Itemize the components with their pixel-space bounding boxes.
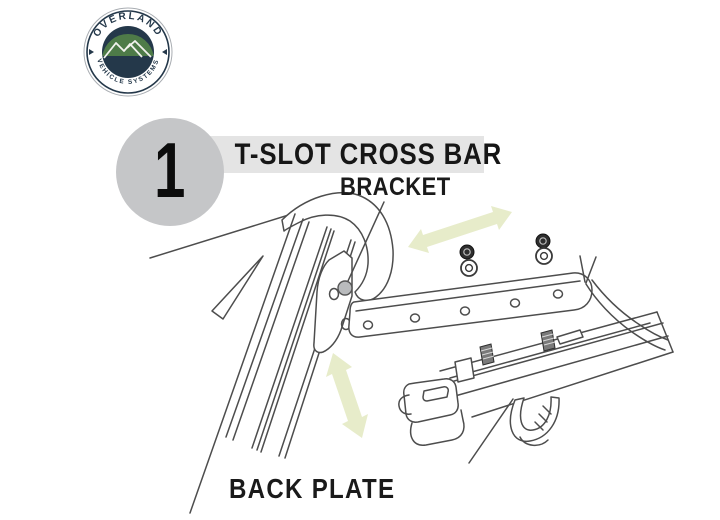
step-number: 1 [154, 126, 186, 214]
nut-body [459, 244, 475, 260]
cross-bar-drawing [398, 311, 674, 464]
arrow-up-down-icon [326, 353, 368, 438]
washer-icon [460, 259, 478, 277]
pillar-sliver [211, 255, 264, 320]
leg-hatching [534, 405, 552, 431]
stud-body [540, 329, 556, 352]
bar-slot-line [449, 322, 651, 379]
leader-line [347, 201, 385, 282]
stud-threads [480, 347, 495, 360]
movement-arrows [326, 206, 512, 438]
leg-foot [519, 436, 549, 446]
nut-hole [539, 237, 547, 245]
thin-diagonal-line [468, 398, 514, 464]
bracket-callout-label: BRACKET [340, 173, 451, 201]
stud-threads [541, 333, 556, 346]
washer-hole [539, 251, 549, 261]
slot-clamp-block [454, 357, 475, 383]
bracket-flange [313, 250, 353, 354]
mountain-icon [103, 40, 152, 59]
logo-left-tick-icon [89, 49, 94, 55]
plate-hole [459, 306, 471, 316]
plate-hole [509, 298, 521, 308]
side-line [585, 256, 597, 284]
body-edge-line [149, 212, 296, 259]
nut-body [535, 233, 551, 249]
nut-icon [459, 244, 475, 260]
overland-vehicle-systems-logo: OVERLAND VEHICLE SYSTEMS [83, 7, 173, 97]
bracket-hole [328, 287, 340, 301]
frame-line [251, 226, 328, 449]
washer-hole [464, 263, 474, 273]
logo-right-tick-icon [162, 49, 167, 55]
bar-edge [454, 335, 669, 397]
end-cap-foot [398, 394, 412, 415]
frame-line [232, 221, 310, 441]
bar-right-end [656, 311, 674, 353]
back-plate-drawing [348, 272, 593, 338]
nut-icon [535, 233, 551, 249]
bar-bottom-edge [471, 351, 674, 418]
plate-hole [362, 320, 374, 330]
step-title: T-SLOT CROSS BAR [234, 137, 503, 171]
plate-hole [552, 289, 564, 299]
vehicle-side-lines [579, 255, 669, 351]
step-title-band: T-SLOT CROSS BAR [202, 136, 501, 173]
end-cap-knob [422, 386, 449, 402]
plate-hole [409, 313, 421, 323]
bar-support-leg [509, 396, 560, 442]
back-plate-callout-label: BACK PLATE [229, 473, 396, 504]
arrow-diagonal-icon [408, 206, 512, 253]
t-slot-notch [556, 329, 584, 345]
washer-icon [535, 247, 553, 265]
side-line [579, 255, 586, 283]
bar-edge [446, 322, 664, 384]
frame-line [256, 228, 332, 451]
bracket-drawing [313, 250, 353, 354]
logo-border-ring [86, 10, 170, 94]
frame-line [260, 230, 335, 453]
bracket-point-dot [337, 280, 353, 296]
nut-hole [463, 248, 471, 256]
end-cap-lower [409, 409, 465, 446]
t-bolt-stud-icon [540, 329, 556, 352]
frame-line-long [189, 213, 296, 514]
stud-body [479, 343, 495, 366]
back-plate-bend-line [355, 280, 581, 312]
t-bolt-stud-icon [479, 343, 495, 366]
frame-top-curl [281, 191, 394, 302]
back-plate-body [348, 272, 593, 338]
step-number-badge: 1 [116, 118, 224, 226]
frame-line [225, 218, 304, 438]
vehicle-frame-drawing [149, 191, 394, 514]
hardware-set [459, 233, 553, 277]
bracket-callout-leader [337, 201, 385, 296]
